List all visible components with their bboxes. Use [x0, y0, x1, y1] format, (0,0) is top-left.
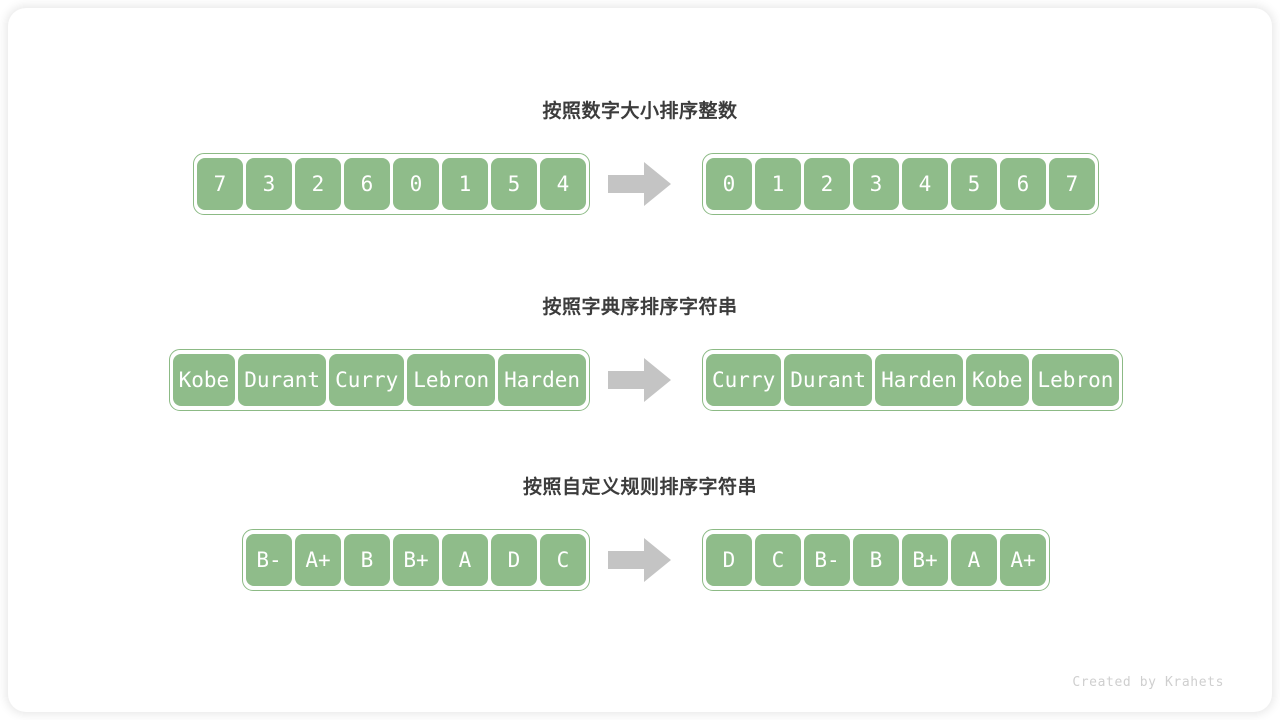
array-cell: 7: [1049, 158, 1095, 210]
right-block-arrow-icon: [608, 161, 672, 207]
array-cell: 0: [393, 158, 439, 210]
array-cell: B-: [804, 534, 850, 586]
array-cell: 2: [295, 158, 341, 210]
array-cell: Lebron: [407, 354, 496, 406]
array-cell: 0: [706, 158, 752, 210]
array-cell: B: [853, 534, 899, 586]
array-cell: B: [344, 534, 390, 586]
array-cell: A: [951, 534, 997, 586]
array-cell: 4: [540, 158, 586, 210]
array-cell: 4: [902, 158, 948, 210]
array-cell: C: [540, 534, 586, 586]
array-cell: Kobe: [965, 354, 1029, 406]
array-cell: Durant: [784, 354, 873, 406]
array-cell: B-: [246, 534, 292, 586]
array-cell: A: [442, 534, 488, 586]
array-cell: 5: [491, 158, 537, 210]
array-cell: B+: [902, 534, 948, 586]
credit-label: Created by Krahets: [1072, 675, 1224, 690]
array-cell: Kobe: [172, 354, 236, 406]
array-cell: 3: [853, 158, 899, 210]
array-cell: 7: [197, 158, 243, 210]
array-cell: Curry: [329, 354, 405, 406]
array-cell: A+: [1000, 534, 1046, 586]
array-cell: D: [706, 534, 752, 586]
array-cell: Harden: [498, 354, 586, 406]
right-block-arrow-icon: [608, 537, 672, 583]
section-title: 按照自定义规则排序字符串: [522, 477, 757, 498]
array-cell: D: [491, 534, 537, 586]
right-block-arrow-icon: [608, 357, 672, 403]
section-title: 按照数字大小排序整数: [542, 101, 738, 122]
array-cell: Durant: [238, 354, 327, 406]
array-cell: Curry: [706, 354, 782, 406]
array-cell: B+: [393, 534, 439, 586]
array-cell: C: [755, 534, 801, 586]
array-cell: 6: [1000, 158, 1046, 210]
array-cell: 1: [755, 158, 801, 210]
array-cell: 3: [246, 158, 292, 210]
array-cell: Harden: [875, 354, 963, 406]
array-cell: 6: [344, 158, 390, 210]
array-cell: 2: [804, 158, 850, 210]
array-cell: 1: [442, 158, 488, 210]
array-cell: A+: [295, 534, 341, 586]
array-cell: 5: [951, 158, 997, 210]
section-title: 按照字典序排序字符串: [542, 297, 738, 318]
array-cell: Lebron: [1031, 354, 1120, 406]
